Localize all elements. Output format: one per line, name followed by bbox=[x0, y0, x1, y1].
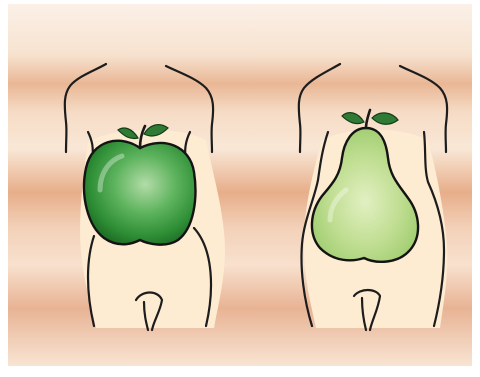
apple-fruit bbox=[84, 141, 195, 245]
